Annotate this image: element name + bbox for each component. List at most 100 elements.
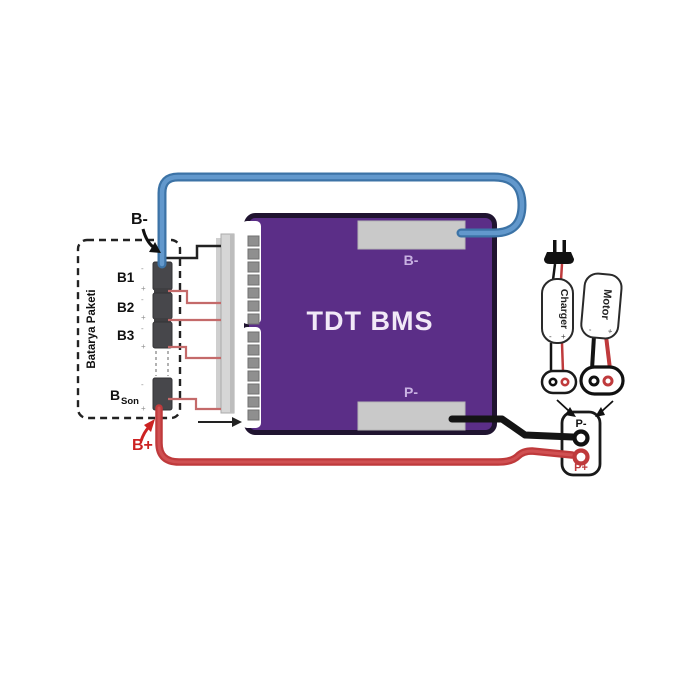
motor-wire-black (590, 335, 596, 370)
bms-pin (247, 383, 260, 395)
bms-pin (247, 274, 260, 286)
p-minus-label: P- (576, 418, 587, 430)
bms-board: − + B- P- TDT BMS (242, 213, 497, 435)
motor-plus-mark: + (607, 327, 613, 336)
charger-pin-minus (548, 377, 558, 387)
cell-label-b2: B2 (117, 300, 134, 315)
bms-corner-plus: + (251, 416, 260, 433)
arrowhead (232, 417, 242, 427)
motor-box (580, 272, 623, 340)
arrowhead (565, 407, 576, 417)
blue-wire-highlight (159, 174, 525, 267)
bms-pin (247, 235, 260, 247)
balance-connector-strip (216, 233, 235, 414)
red-wire-highlight (157, 406, 574, 464)
terminal-minus-mark: - (141, 380, 144, 389)
terminal-plus-mark: + (141, 404, 146, 413)
terminal-plus-mark: + (141, 342, 146, 351)
cell-link (154, 318, 171, 324)
p-plus-ring (572, 448, 590, 466)
charger-wire-black-top (551, 263, 557, 281)
sense-wire-black (165, 244, 221, 260)
battery-pack: Batarya Paketi B1 B2 B3 B Son - + - + - … (76, 238, 182, 420)
battery-pack-dashed-box (76, 238, 182, 420)
bms-pins (247, 235, 260, 421)
charger-pin-plus (560, 377, 570, 387)
motor-assembly: Motor - + (579, 272, 625, 396)
sense-wire-red-4 (168, 397, 221, 411)
b-plus-label: B+ (132, 437, 153, 454)
bms-body (244, 213, 497, 435)
charger-assembly: Charger - + (540, 240, 578, 395)
cell-label-b3: B3 (117, 328, 135, 343)
cell-label-bson-sub: Son (121, 396, 139, 407)
charger-label: Charger (558, 289, 570, 329)
bms-pin (247, 313, 260, 325)
sense-wires (165, 244, 221, 411)
bms-title: TDT BMS (307, 306, 434, 336)
bms-pad-p-minus (357, 401, 466, 431)
terminal-minus-mark: - (141, 324, 144, 333)
charger-wire-red-bottom (560, 342, 565, 373)
bms-label-b-minus: B- (404, 252, 419, 268)
output-connector: P- P+ (572, 418, 590, 474)
strip-shade (230, 234, 234, 413)
arrowhead (149, 242, 161, 253)
charger-to-output-arrow (556, 399, 576, 417)
charger-minus-mark: - (549, 332, 552, 341)
terminal-plus-mark: + (141, 284, 146, 293)
bms-pin (247, 370, 260, 382)
charger-plus-mark: + (561, 332, 566, 341)
motor-wire-red (604, 335, 612, 370)
p-minus-ring (572, 429, 590, 447)
bms-pin (247, 300, 260, 312)
motor-plug-connector (579, 365, 625, 396)
b-minus-label: B- (131, 211, 148, 228)
motor-label: Motor (599, 289, 614, 321)
cell-label-b1: B1 (117, 270, 135, 285)
bms-pin (247, 357, 260, 369)
cell-label-bson-main: B (110, 387, 120, 403)
arrowhead (595, 407, 605, 417)
cell-b3 (152, 321, 173, 349)
motor-pin-minus (588, 375, 600, 387)
b-plus-callout: B+ (132, 419, 155, 454)
bms-pad-b-minus (357, 220, 466, 250)
strip-flange (216, 238, 221, 410)
p-plus-label: P+ (574, 462, 588, 474)
cell-b2 (152, 292, 173, 320)
black-wire-p-minus (448, 415, 577, 441)
sense-wire-red-1 (168, 289, 221, 305)
terminal-minus-mark: - (141, 264, 144, 273)
bms-label-p-minus: P- (404, 384, 418, 400)
bms-pin (247, 331, 260, 343)
terminal-plus-mark: + (141, 313, 146, 322)
battery-cells (152, 261, 173, 411)
bms-pin (247, 344, 260, 356)
bms-pin (247, 248, 260, 260)
arrowhead (144, 419, 155, 432)
terminal-minus-mark: - (141, 295, 144, 304)
cell-link (154, 288, 171, 294)
cell-bson (152, 377, 173, 411)
battery-pack-label: Batarya Paketi (86, 289, 98, 368)
strip-to-bms-arrow (198, 417, 242, 427)
b-minus-arrow (141, 228, 155, 249)
motor-minus-mark: - (588, 325, 592, 334)
motor-pin-plus (602, 375, 614, 387)
power-wires (155, 172, 577, 466)
bms-pin (247, 409, 260, 421)
cell-terminal-marks: - + - + - + - + (141, 264, 146, 413)
sense-wire-red-3 (168, 345, 221, 360)
b-minus-callout: B- (131, 211, 161, 253)
charger-plug-connector (540, 369, 578, 395)
bms-pin (247, 396, 260, 408)
bms-corner-minus: − (252, 223, 260, 239)
charger-box (541, 278, 574, 344)
motor-box-group: Motor - + (580, 272, 623, 340)
charger-wire-red-top (559, 263, 564, 281)
motor-to-output-arrow (595, 400, 614, 417)
ac-plug-icon (544, 240, 574, 264)
